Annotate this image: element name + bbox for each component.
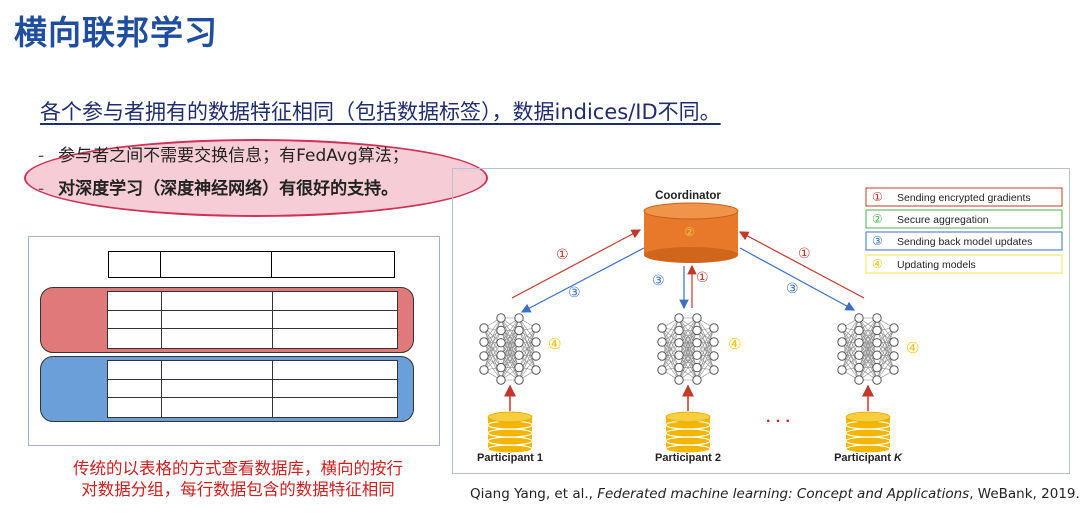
legend-num: ①	[872, 190, 883, 204]
left-caption-line: 传统的以表格的方式查看数据库，横向的按行	[73, 459, 403, 478]
step-mark: ①	[696, 269, 709, 285]
legend-text: Sending back model updates	[897, 236, 1032, 248]
bullet-item: -对深度学习（深度神经网络）有很好的支持。	[38, 174, 398, 199]
neural-network-icon	[837, 313, 899, 385]
neural-network-icon	[657, 313, 719, 385]
left-caption: 传统的以表格的方式查看数据库，横向的按行 对数据分组，每行数据包含的数据特征相同	[40, 458, 436, 500]
row-group-red	[40, 287, 414, 353]
header-cell	[271, 251, 395, 278]
neural-networks	[479, 313, 899, 385]
table-cell	[272, 292, 397, 311]
update-mark: ④	[728, 336, 741, 353]
update-mark: ④	[906, 340, 919, 357]
bullet-item: -参与者之间不需要交换信息；有FedAvg算法；	[38, 141, 409, 166]
legend-text: Updating models	[897, 259, 976, 271]
citation-title: Federated machine learning: Concept and …	[597, 486, 970, 502]
step-mark: ③	[786, 280, 799, 296]
left-caption-line: 对数据分组，每行数据包含的数据特征相同	[81, 480, 395, 499]
step-mark: ①	[798, 245, 811, 261]
aggregation-mark: ②	[684, 225, 695, 239]
legend-num: ④	[872, 257, 883, 271]
federated-diagram: Coordinator ② ① Sending encrypted gradie…	[477, 187, 1063, 464]
table-cell	[272, 379, 397, 398]
arrow-upload-right	[738, 231, 865, 299]
header-cell	[108, 251, 161, 278]
table-illustration-frame	[28, 236, 440, 446]
table-cell	[161, 328, 273, 348]
table-cell	[108, 397, 162, 417]
step-mark: ①	[556, 246, 569, 262]
bullet-dash: -	[38, 179, 45, 199]
table-cell	[272, 310, 397, 329]
bullet-text: 对深度学习（深度神经网络）有很好的支持。	[58, 179, 399, 199]
participant-label: Participant K	[834, 452, 903, 464]
table-cell	[161, 310, 273, 329]
headline: 各个参与者拥有的数据特征相同（包括数据标签），数据indices/ID不同。	[40, 100, 721, 124]
table-cell	[108, 310, 162, 329]
legend-num: ②	[872, 212, 883, 226]
header-cell	[160, 251, 272, 278]
table-cell	[161, 379, 273, 398]
legend-text: Sending encrypted gradients	[897, 192, 1031, 204]
table-cell	[161, 361, 273, 380]
table-cell	[272, 361, 397, 380]
citation: Qiang Yang, et al., Federated machine le…	[470, 486, 1080, 502]
legend-num: ③	[872, 234, 883, 248]
coordinator-label: Coordinator	[655, 190, 721, 202]
table-cell	[108, 379, 162, 398]
citation-prefix: Qiang Yang, et al.,	[470, 486, 598, 502]
page-title: 横向联邦学习	[14, 13, 218, 52]
row-group-blue	[40, 356, 414, 422]
federated-diagram-frame	[452, 168, 1070, 474]
participant-label-text: Participant	[834, 452, 894, 464]
step-mark: ③	[568, 284, 581, 300]
coordinator-cylinder: ②	[643, 202, 739, 263]
table-header-row	[108, 251, 396, 280]
arrow-upload-left	[511, 229, 642, 299]
table-cell	[161, 292, 273, 311]
table-cell	[108, 361, 162, 380]
arrow-download-right	[739, 247, 856, 311]
legend: ① Sending encrypted gradients ② Secure a…	[865, 187, 1063, 274]
database-icon	[845, 411, 891, 454]
row-group-table	[107, 360, 398, 418]
step-mark: ③	[652, 272, 665, 288]
table-cell	[108, 292, 162, 311]
database-icon	[487, 411, 533, 454]
citation-suffix: , WeBank, 2019.	[969, 486, 1080, 502]
neural-network-icon	[479, 313, 541, 385]
table-cell	[108, 328, 162, 348]
ellipsis: · · ·	[766, 413, 791, 430]
participant-label: Participant 2	[655, 452, 721, 464]
table-cell	[161, 397, 273, 417]
highlight-oval	[24, 139, 488, 217]
bullet-dash: -	[38, 146, 45, 166]
legend-text: Secure aggregation	[897, 214, 989, 226]
database-icon	[665, 411, 711, 454]
update-mark: ④	[548, 336, 561, 353]
arrow-download-left	[520, 247, 645, 313]
bullet-text: 参与者之间不需要交换信息；有FedAvg算法；	[58, 146, 409, 166]
participant-databases	[487, 411, 891, 454]
participant-label-k: K	[894, 452, 903, 464]
participant-label: Participant 1	[477, 452, 543, 464]
row-group-table	[107, 291, 398, 349]
